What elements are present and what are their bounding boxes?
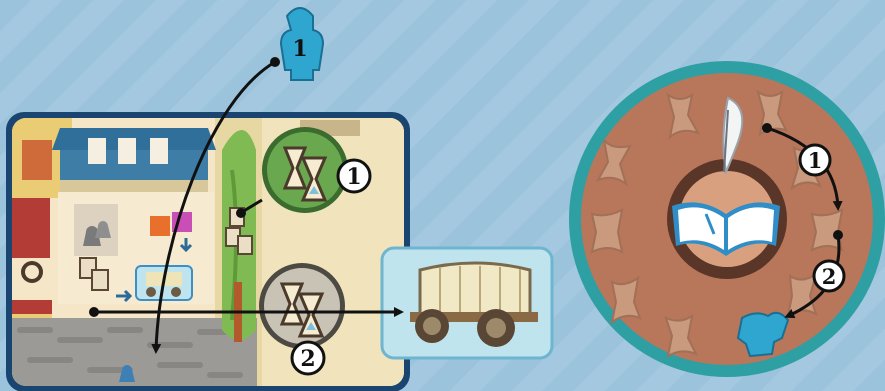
board-panel: [6, 112, 410, 391]
track-step-badge-1: 1: [800, 145, 830, 175]
svg-text:2: 2: [300, 346, 315, 372]
action-bubble-2: [259, 263, 345, 349]
board-step-badge-2: 2: [292, 342, 324, 374]
track-step-badge-2: 2: [814, 261, 844, 291]
wagon-card: [382, 248, 552, 358]
svg-text:1: 1: [292, 36, 307, 62]
action-bubble-1: [262, 127, 348, 213]
bone-space-icon: [592, 210, 622, 252]
svg-text:2: 2: [822, 264, 837, 289]
svg-text:1: 1: [346, 164, 361, 190]
action-wheel: [569, 61, 885, 377]
board-step-badge-1: 1: [338, 160, 370, 192]
meeple-step-badge: 1: [292, 36, 307, 62]
svg-text:1: 1: [808, 148, 823, 173]
